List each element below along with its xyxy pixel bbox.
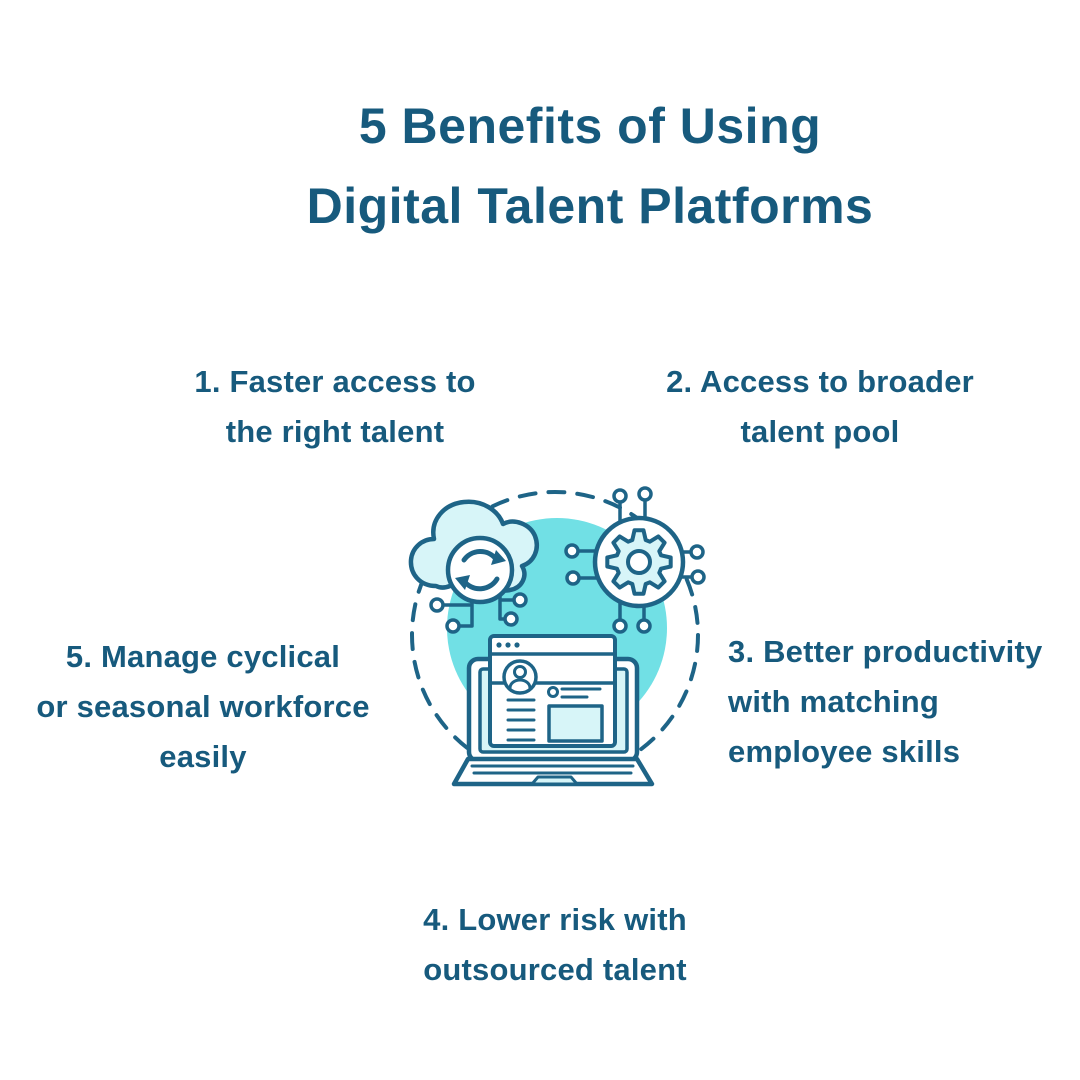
benefit-5: 5. Manage cyclical or seasonal workforce… [23, 632, 383, 782]
cloud-sync-icon [408, 499, 540, 634]
benefit-4-line-2: outsourced talent [423, 952, 687, 987]
benefit-2-line-2: talent pool [740, 414, 900, 449]
title-line-2: Digital Talent Platforms [306, 178, 874, 234]
benefit-5-line-3: easily [159, 739, 247, 774]
benefit-3-line-3: employee skills [728, 734, 961, 769]
gear-network-icon [564, 486, 706, 634]
benefit-3-line-2: with matching [728, 684, 939, 719]
avatar [502, 659, 538, 695]
benefit-1-line-1: 1. Faster access to [194, 364, 476, 399]
dashed-circle [410, 490, 700, 780]
benefit-4-line-1: 4. Lower risk with [423, 902, 687, 937]
center-illustration [408, 486, 706, 787]
page-title: 5 Benefits of Using Digital Talent Platf… [90, 86, 1080, 246]
benefit-4: 4. Lower risk with outsourced talent [395, 895, 715, 995]
benefit-2: 2. Access to broader talent pool [655, 357, 985, 457]
benefit-5-line-2: or seasonal workforce [36, 689, 370, 724]
laptop-profile-icon [451, 634, 655, 787]
title-line-1: 5 Benefits of Using [358, 98, 822, 154]
benefit-1: 1. Faster access to the right talent [175, 357, 495, 457]
benefit-5-line-1: 5. Manage cyclical [65, 639, 341, 674]
benefit-1-line-2: the right talent [225, 414, 445, 449]
benefit-2-line-1: 2. Access to broader [666, 364, 974, 399]
benefit-3: 3. Better productivity with matching emp… [728, 627, 1073, 777]
benefit-3-line-1: 3. Better productivity [728, 634, 1043, 669]
